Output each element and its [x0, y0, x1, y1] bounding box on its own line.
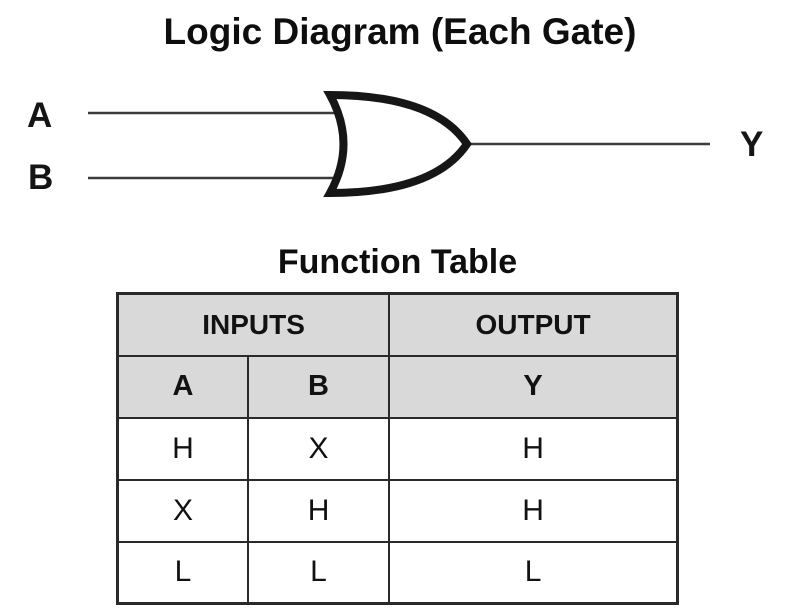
- cell-y-3: L: [388, 540, 679, 605]
- logic-diagram-title: Logic Diagram (Each Gate): [163, 11, 637, 52]
- or-gate-diagram: [88, 90, 710, 198]
- column-header-y: Y: [388, 354, 679, 419]
- column-header-b: B: [246, 354, 391, 419]
- table-row: H X H: [116, 416, 679, 481]
- cell-b-1: X: [246, 416, 391, 481]
- function-table-title: Function Table: [277, 243, 518, 281]
- cell-a-3: L: [116, 540, 249, 605]
- inputs-group-header: INPUTS: [116, 292, 391, 357]
- table-row: X H H: [116, 478, 679, 543]
- cell-b-3: L: [246, 540, 391, 605]
- output-group-header: OUTPUT: [388, 292, 679, 357]
- function-table: INPUTS OUTPUT A B Y H X H X H H L L L: [116, 292, 679, 605]
- output-label-y: Y: [740, 125, 764, 164]
- or-gate-symbol: [323, 90, 472, 198]
- cell-y-1: H: [388, 416, 679, 481]
- column-header-a: A: [116, 354, 249, 419]
- cell-y-2: H: [388, 478, 679, 543]
- cell-a-2: X: [116, 478, 249, 543]
- cell-b-2: H: [246, 478, 391, 543]
- table-group-header-row: INPUTS OUTPUT: [116, 292, 679, 357]
- input-label-b: B: [28, 158, 54, 197]
- input-label-a: A: [27, 96, 53, 135]
- table-row: L L L: [116, 540, 679, 605]
- cell-a-1: H: [116, 416, 249, 481]
- table-column-header-row: A B Y: [116, 354, 679, 419]
